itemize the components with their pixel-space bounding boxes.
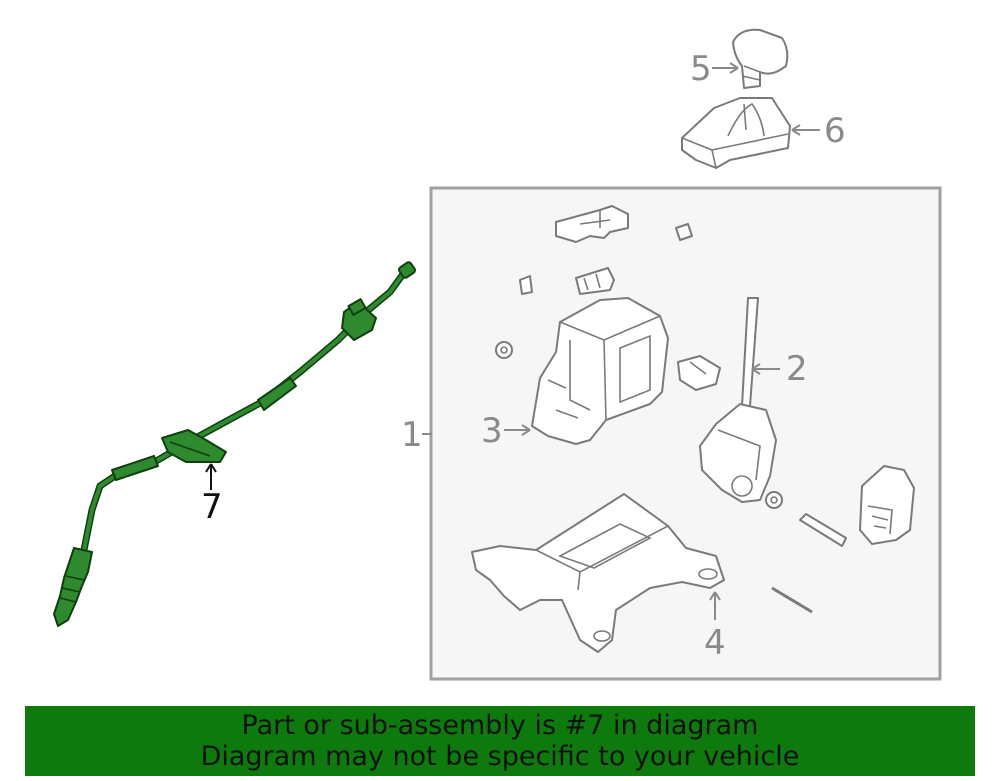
leader-4 [709, 591, 721, 620]
callout-1: 1 [401, 415, 423, 455]
callout-3: 3 [481, 411, 503, 451]
part-small-connector[interactable] [575, 267, 615, 295]
leader-2 [751, 363, 780, 375]
part-small-module[interactable] [859, 465, 915, 545]
banner-line-2: Diagram may not be specific to your vehi… [200, 741, 800, 772]
callout-4: 4 [704, 623, 726, 663]
part-small-pin[interactable] [799, 513, 847, 547]
part-5-shift-knob[interactable] [732, 28, 789, 89]
leader-5 [712, 62, 739, 74]
part-3-shifter-housing[interactable] [531, 297, 669, 445]
part-small-rod[interactable] [771, 586, 813, 614]
part-small-grommet[interactable] [495, 341, 513, 359]
part-small-clip-b[interactable] [519, 275, 533, 295]
callout-5: 5 [690, 49, 712, 89]
callout-7: 7 [201, 487, 223, 527]
part-small-sensor[interactable] [677, 355, 721, 391]
callout-2: 2 [786, 349, 808, 389]
leader-3 [504, 424, 531, 436]
banner-line-1: Part or sub-assembly is #7 in diagram [241, 710, 759, 741]
part-4-base-bracket[interactable] [471, 493, 725, 653]
part-small-bracket-top[interactable] [555, 205, 629, 243]
part-7-shift-cable[interactable] [53, 261, 416, 627]
part-6-shift-boot[interactable] [681, 97, 791, 169]
part-small-clip-a[interactable] [675, 223, 693, 241]
leader-6 [791, 124, 820, 136]
part-2-shift-lever[interactable] [699, 297, 777, 503]
callout-6: 6 [824, 111, 846, 151]
part-small-washer[interactable] [765, 491, 783, 509]
leader-7 [205, 463, 217, 490]
notice-banner: Part or sub-assembly is #7 in diagram Di… [25, 706, 975, 776]
parts-diagram: 1 2 3 4 5 6 7 [53, 28, 942, 681]
assembly-box [429, 186, 942, 681]
